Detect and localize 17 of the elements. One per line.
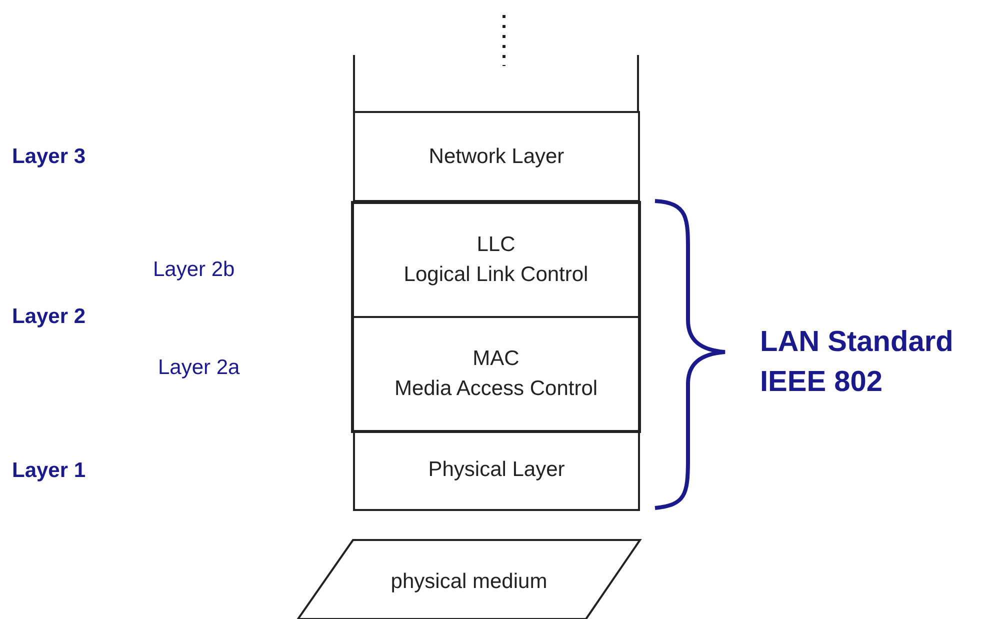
standard-label: LAN Standard IEEE 802	[760, 325, 954, 400]
layer-name: Media Access Control	[394, 376, 598, 402]
layer-label: Layer 2	[12, 305, 86, 329]
medium-parallelogram	[296, 538, 642, 619]
layer-name: Network Layer	[428, 144, 564, 170]
layer-name: MAC	[472, 346, 520, 372]
layer-label: Layer 1	[12, 459, 86, 483]
layer-label: Layer 2b	[153, 258, 235, 282]
layer-label: Layer 2a	[158, 356, 240, 380]
layer-name: Logical Link Control	[404, 262, 588, 288]
layer-box	[353, 111, 640, 202]
sublayer-frame	[351, 201, 641, 433]
layer-label: Layer 3	[12, 145, 86, 169]
layer-box	[353, 431, 640, 511]
layer-name: Physical Layer	[428, 457, 565, 483]
layer-name: LLC	[476, 232, 516, 258]
layer-name: physical medium	[390, 568, 548, 594]
